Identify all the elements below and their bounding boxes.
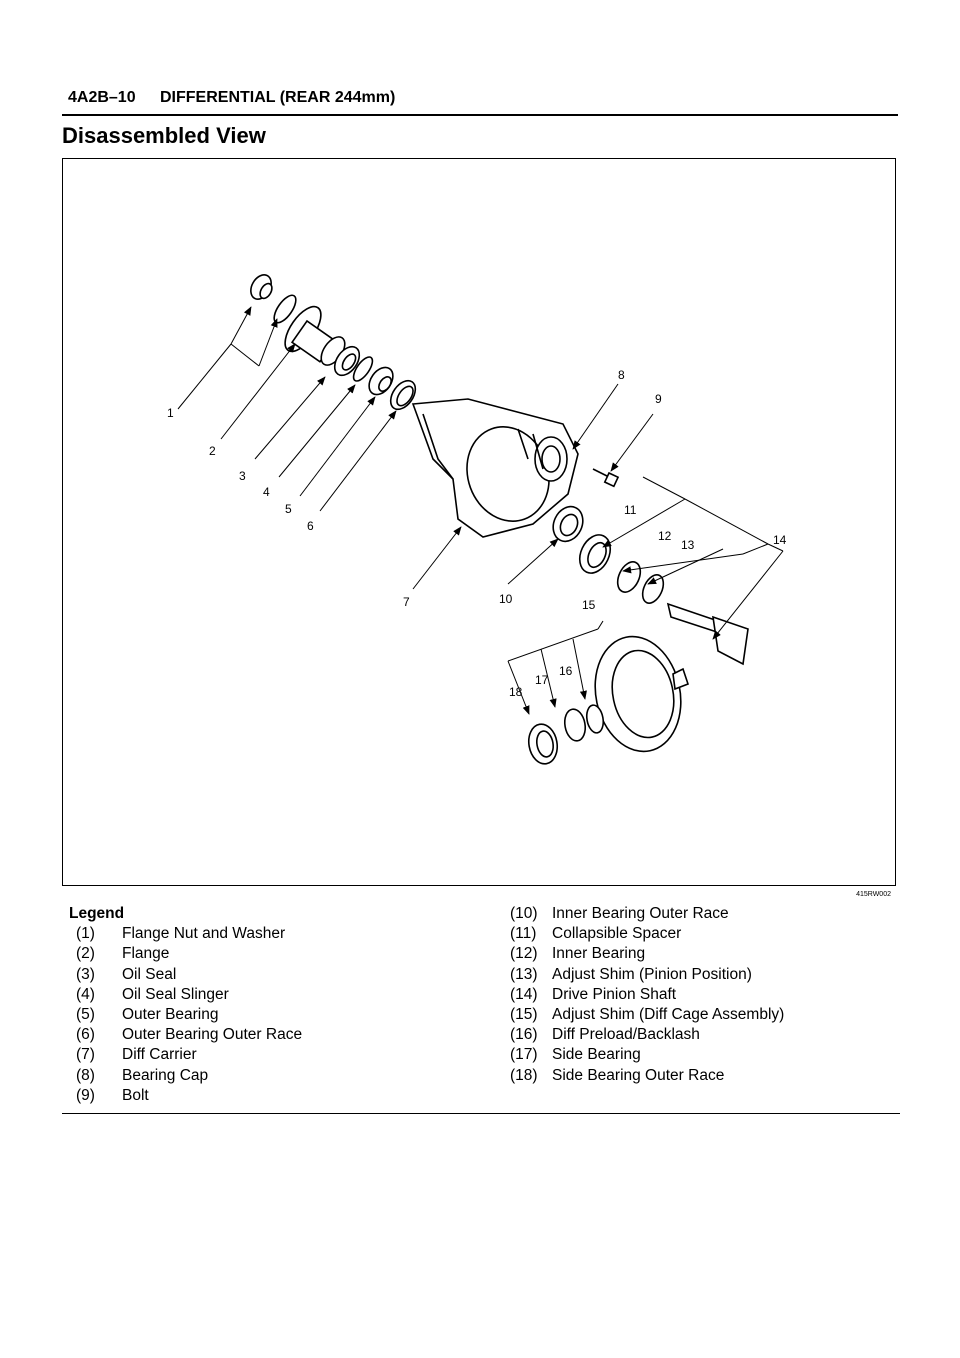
legend-label: Oil Seal Slinger xyxy=(122,985,229,1003)
legend-item: (9) Bolt xyxy=(68,1086,302,1106)
legend-number: (1) xyxy=(76,925,95,943)
callout-17: 17 xyxy=(535,673,549,687)
legend-item: (1) Flange Nut and Washer xyxy=(68,924,302,944)
legend-item: (4) Oil Seal Slinger xyxy=(68,985,302,1005)
callout-13: 13 xyxy=(681,538,695,552)
exploded-diagram: 1 2 3 4 5 6 7 8 9 10 11 12 13 14 15 16 1… xyxy=(62,158,896,898)
legend-number: (3) xyxy=(76,965,95,983)
callout-11: 11 xyxy=(624,503,637,517)
legend-number: (10) xyxy=(510,905,538,922)
callout-6: 6 xyxy=(307,519,314,533)
legend-number: (12) xyxy=(510,945,538,963)
callout-16: 16 xyxy=(559,664,573,678)
callout-7: 7 xyxy=(403,595,410,609)
legend-item: (14) Drive Pinion Shaft xyxy=(510,985,784,1005)
legend-label: Flange xyxy=(122,945,170,963)
legend-item: (13) Adjust Shim (Pinion Position) xyxy=(510,965,784,985)
parts xyxy=(250,274,749,765)
legend-number: (5) xyxy=(76,1006,95,1024)
bottom-rule xyxy=(62,1113,900,1114)
legend-number: (13) xyxy=(510,965,538,983)
legend-number: (9) xyxy=(76,1086,95,1104)
legend-label: Side Bearing xyxy=(552,1046,641,1064)
callout-1: 1 xyxy=(167,406,174,420)
legend-left-column: Legend (1) Flange Nut and Washer (2) Flang… xyxy=(68,904,302,1106)
section-code: 4A2B–10 xyxy=(68,89,136,106)
legend-item: (2) Flange xyxy=(68,944,302,964)
legend-label: Bolt xyxy=(122,1086,149,1104)
legend-right-column: (10) Inner Bearing Outer Race (11) Collaps… xyxy=(510,904,784,1086)
callout-4: 4 xyxy=(263,485,270,499)
legend-item: (12) Inner Bearing xyxy=(510,944,784,964)
callout-5: 5 xyxy=(285,502,292,516)
page-header: 4A2B–10 DIFFERENTIAL (REAR 244mm) xyxy=(62,88,898,118)
legend-item: (7) Diff Carrier xyxy=(68,1045,302,1065)
diagram-drawing: 1 2 3 4 5 6 7 8 9 10 11 12 13 14 15 16 1… xyxy=(167,274,787,765)
callout-14: 14 xyxy=(773,533,787,547)
legend-number: (6) xyxy=(76,1026,95,1044)
legend-number: (8) xyxy=(76,1066,95,1084)
page-title: Disassembled View xyxy=(62,123,266,148)
legend-label: Adjust Shim (Pinion Position) xyxy=(552,965,752,983)
callout-3: 3 xyxy=(239,469,246,483)
legend-number: (11) xyxy=(510,925,537,943)
legend-label: Outer Bearing xyxy=(122,1006,219,1024)
legend-item: (15) Adjust Shim (Diff Cage Assembly) xyxy=(510,1005,784,1025)
callout-labels: 1 2 3 4 5 6 7 8 9 10 11 12 13 14 15 16 1… xyxy=(167,368,787,699)
callout-12: 12 xyxy=(658,529,672,543)
legend-item: (11) Collapsible Spacer xyxy=(510,924,784,944)
legend-label: Oil Seal xyxy=(122,965,177,983)
callout-15: 15 xyxy=(582,598,596,612)
legend-label: Inner Bearing Outer Race xyxy=(552,905,729,922)
legend-title: Legend xyxy=(69,905,125,922)
callout-8: 8 xyxy=(618,368,625,382)
leader-lines xyxy=(177,306,784,715)
legend-label: Adjust Shim (Diff Cage Assembly) xyxy=(552,1006,785,1024)
legend-item: (17) Side Bearing xyxy=(510,1045,784,1065)
figure-code: 415RW002 xyxy=(856,891,891,898)
legend-label: Bearing Cap xyxy=(122,1066,209,1084)
legend-number: (18) xyxy=(510,1066,538,1084)
legend-label: Collapsible Spacer xyxy=(552,925,682,943)
legend-number: (16) xyxy=(510,1026,538,1044)
legend-label: Outer Bearing Outer Race xyxy=(122,1026,303,1044)
callout-2: 2 xyxy=(209,444,216,458)
legend-number: (7) xyxy=(76,1046,95,1064)
legend-number: (4) xyxy=(76,985,95,1003)
legend-number: (2) xyxy=(76,945,95,963)
legend-item: (6) Outer Bearing Outer Race xyxy=(68,1025,302,1045)
legend-item: (8) Bearing Cap xyxy=(68,1066,302,1086)
legend-number: (17) xyxy=(510,1046,538,1064)
legend-number: (15) xyxy=(510,1006,538,1024)
legend-number: (14) xyxy=(510,985,538,1003)
legend-label: Inner Bearing xyxy=(552,945,646,963)
legend-item: (5) Outer Bearing xyxy=(68,1005,302,1025)
callout-10: 10 xyxy=(499,592,513,606)
legend-label: Side Bearing Outer Race xyxy=(552,1066,725,1084)
legend-label: Flange Nut and Washer xyxy=(122,925,286,943)
legend-label: Diff Preload/Backlash xyxy=(552,1026,700,1044)
legend-label: Drive Pinion Shaft xyxy=(552,985,677,1003)
legend-item: (18) Side Bearing Outer Race xyxy=(510,1066,784,1086)
legend-item: (3) Oil Seal xyxy=(68,965,302,985)
legend-label: Diff Carrier xyxy=(122,1046,197,1064)
section-title: DIFFERENTIAL (REAR 244mm) xyxy=(160,89,396,106)
legend-item: (10) Inner Bearing Outer Race xyxy=(510,904,784,924)
callout-18: 18 xyxy=(509,685,523,699)
legend-item: (16) Diff Preload/Backlash xyxy=(510,1025,784,1045)
callout-9: 9 xyxy=(655,392,662,406)
header-rule xyxy=(62,114,898,116)
